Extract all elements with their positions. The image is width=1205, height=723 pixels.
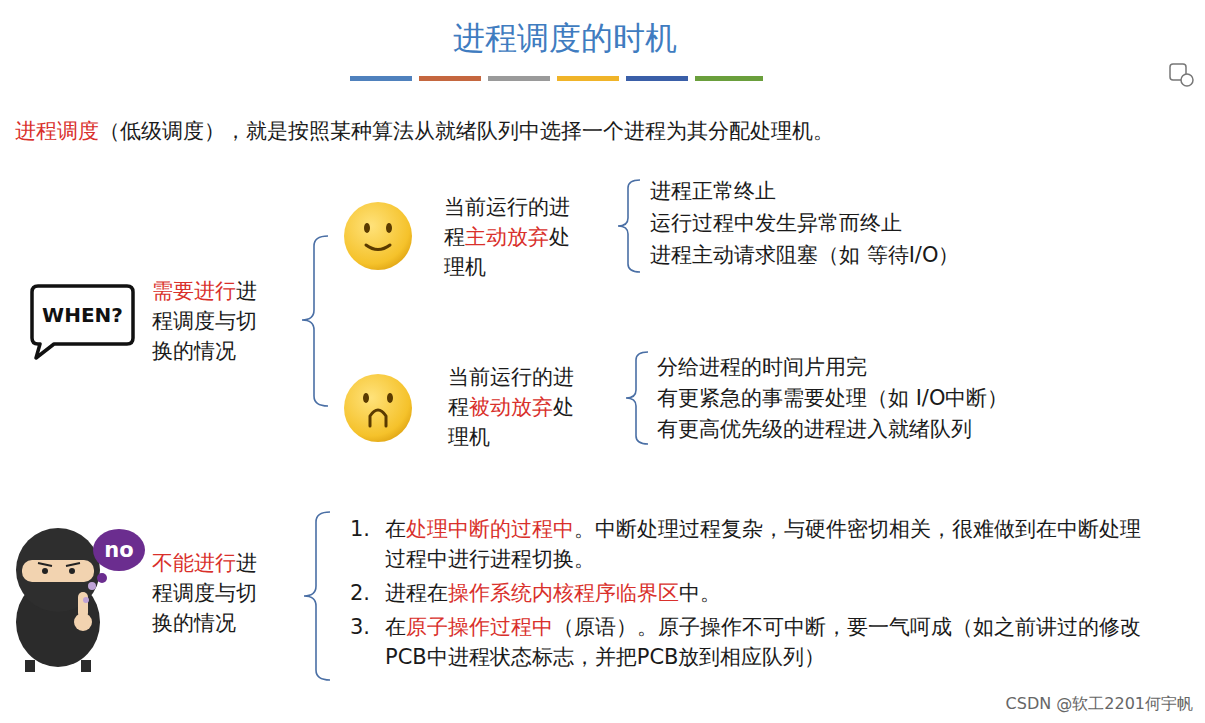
bubble-shape [93,529,145,571]
slide-title: 进程调度的时机 [0,18,1130,58]
text-block: 有更紧急的事需要处理（如 I/O中断） [657,383,1177,413]
body-text: 分给进程的时间片用完 [657,355,867,379]
smiley-face [344,202,412,270]
text-block: 进程正常终止 [650,176,1170,206]
text-block: 有更高优先级的进程进入就绪队列 [657,414,1177,444]
thought-bubble: no [92,528,146,586]
text-block: 当前运行的进程主动放弃处理机 [444,192,580,282]
text-block: 1. [350,514,380,544]
highlight-text: 被动放弃 [469,395,553,419]
text-block: 不能进行进程调度与切换的情况 [152,548,268,638]
text-block: 2. [350,578,380,608]
body-text: 中。 [679,581,721,605]
corner-icon [1170,64,1193,86]
speech-bubble: WHEN? [30,284,135,360]
body-text: 2. [350,581,370,605]
ninja-figure [16,528,100,672]
text-block: 运行过程中发生异常而终止 [650,208,1170,238]
bubble-dot [97,573,107,583]
body-text: （低级调度），就是按照某种算法从就绪队列中选择一个进程为其分配处理机。 [99,119,834,143]
bubble-text: no [92,538,146,562]
bubble-text: WHEN? [30,303,135,327]
body-text: 1. [350,517,370,541]
body-text: 3. [350,615,370,639]
highlight-text: 原子操作过程中 [406,615,553,639]
body-text: 在 [385,517,406,541]
text-block: 进程在操作系统内核程序临界区中。 [385,578,1150,608]
sad-face [344,374,412,442]
highlight-text: 不能进行 [152,551,236,575]
title-bars [350,76,763,81]
body-text: 运行过程中发生异常而终止 [650,211,902,235]
text-block: 需要进行进程调度与切换的情况 [152,276,268,366]
highlight-text: 操作系统内核程序临界区 [448,581,679,605]
text-block: 当前运行的进程被动放弃处理机 [448,362,584,452]
highlight-text: 进程调度 [15,119,99,143]
text-block: 分给进程的时间片用完 [657,352,1177,382]
text-block: 3. [350,612,380,642]
text-block: 进程调度（低级调度），就是按照某种算法从就绪队列中选择一个进程为其分配处理机。 [15,116,1165,146]
text-block: 进程主动请求阻塞（如 等待I/O） [650,240,1170,270]
highlight-text: 主动放弃 [465,225,549,249]
body-text: 有更高优先级的进程进入就绪队列 [657,417,972,441]
body-text: 在 [385,615,406,639]
body-text: 有更紧急的事需要处理（如 I/O中断） [657,386,1008,410]
body-text: 进程在 [385,581,448,605]
body-text: 进程主动请求阻塞（如 等待I/O） [650,243,959,267]
watermark: CSDN @软工2201何宇帆 [1006,694,1193,714]
text-block: 在处理中断的过程中。中断处理过程复杂，与硬件密切相关，很难做到在中断处理过程中进… [385,514,1150,574]
text-block: 在原子操作过程中（原语）。原子操作不可中断，要一气呵成（如之前讲过的修改PCB中… [385,612,1150,672]
highlight-text: 需要进行 [152,279,236,303]
body-text: 进程正常终止 [650,179,776,203]
highlight-text: 处理中断的过程中 [406,517,574,541]
bracket [302,180,648,680]
